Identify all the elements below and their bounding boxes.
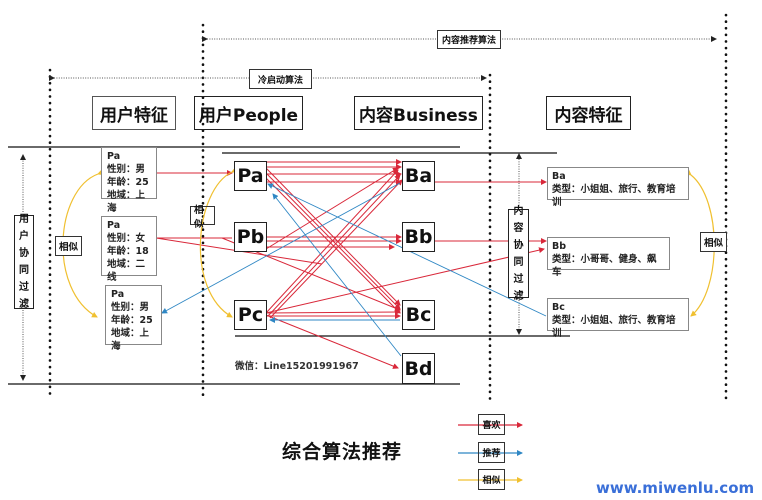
- content-feature-name: Ba: [552, 171, 566, 182]
- user-cf-label: 用 户 协 同 过 滤: [14, 214, 34, 310]
- like-arrow-pc-bbfeat: [265, 247, 545, 314]
- header-user-features: 用户特征: [92, 96, 176, 130]
- content-feature-name: Bb: [552, 241, 567, 252]
- business-node-bc: Bc: [402, 300, 435, 330]
- user-feature-gender: 性别：男: [107, 164, 146, 175]
- content-feature-card-bb: Bb 类型：小哥哥、健身、飙车: [547, 237, 670, 278]
- user-feature-region: 地域：二线: [107, 259, 146, 283]
- user-feature-card-1: Pa 性别：男 年龄：25 地域：上海: [101, 147, 157, 214]
- user-cf-char: 协: [19, 248, 29, 259]
- wechat-contact: 微信：Line15201991967: [235, 361, 359, 372]
- user-feature-age: 年龄：25: [107, 177, 149, 188]
- content-feature-type: 类型：小哥哥、健身、飙车: [552, 254, 657, 278]
- recommend-arrow-ba-ufeat3: [161, 182, 401, 314]
- user-feature-region: 地域：上海: [111, 328, 150, 352]
- business-node-bb: Bb: [402, 222, 435, 252]
- similar-label-user-features: 相似: [55, 236, 82, 256]
- content-cf-char: 滤: [513, 290, 524, 302]
- similar-label-people: 相似: [190, 205, 215, 230]
- like-arrow-pb-ba: [265, 167, 399, 250]
- similar-curve-people: [199, 167, 238, 318]
- people-node-pb: Pb: [234, 222, 267, 252]
- user-feature-gender: 性别：女: [107, 233, 146, 244]
- diagram-title: 综合算法推荐: [282, 441, 403, 463]
- vertical-dotted-dividers: [48, 13, 728, 402]
- people-node-pa: Pa: [234, 161, 267, 191]
- content-cf-char: 容: [513, 222, 524, 234]
- header-user-people: 用户People: [194, 96, 303, 130]
- like-arrow-pc-ba-1: [265, 169, 399, 314]
- horizontal-rules: [8, 146, 570, 385]
- watermark: www.miwenlu.com: [596, 479, 755, 497]
- content-cf-char: 内: [513, 205, 524, 217]
- legend-like-label: 喜欢: [478, 414, 505, 435]
- content-feature-card-ba: Ba 类型：小姐姐、旅行、教育培训: [547, 167, 689, 208]
- like-arrow-pc-ba-2: [267, 174, 401, 317]
- user-feature-card-3: Pa 性别：男 年龄：25 地域：上海: [105, 285, 162, 352]
- like-arrows: [155, 159, 547, 369]
- content-cf-char: 过: [513, 273, 524, 285]
- user-cf-char: 户: [19, 231, 29, 242]
- user-feature-age: 年龄：25: [111, 315, 153, 326]
- like-arrow-pc-bc-1: [265, 309, 401, 316]
- like-arrow-pc-ba-3: [269, 179, 403, 319]
- user-cf-char: 滤: [19, 299, 29, 310]
- user-feature-name: Pa: [107, 220, 121, 231]
- people-node-pc: Pc: [234, 300, 267, 330]
- content-feature-type: 类型：小姐姐、旅行、教育培训: [552, 184, 676, 208]
- user-cf-char: 过: [19, 282, 29, 293]
- similar-label-content-features: 相似: [700, 232, 727, 252]
- user-feature-name: Pa: [111, 289, 125, 300]
- content-recommend-label: 内容推荐算法: [437, 30, 501, 49]
- legend-arrows: [458, 422, 523, 483]
- content-feature-name: Bc: [552, 302, 565, 313]
- content-feature-card-bc: Bc 类型：小姐姐、旅行、教育培训: [547, 298, 689, 339]
- content-cf-char: 同: [513, 256, 524, 268]
- business-node-ba: Ba: [402, 161, 435, 191]
- cold-start-label: 冷启动算法: [249, 69, 312, 89]
- user-cf-char: 用: [19, 214, 29, 225]
- recommend-arrows: [161, 182, 547, 357]
- user-cf-char: 同: [19, 265, 29, 276]
- user-feature-age: 年龄：18: [107, 246, 149, 257]
- cf-range-arrows: [20, 153, 522, 381]
- legend-recommend-label: 推荐: [478, 442, 505, 463]
- content-feature-type: 类型：小姐姐、旅行、教育培训: [552, 315, 676, 339]
- like-arrow-pc-bd: [265, 314, 399, 369]
- header-content-features: 内容特征: [546, 96, 631, 130]
- content-cf-char: 协: [513, 239, 524, 251]
- user-feature-name: Pa: [107, 151, 121, 162]
- user-feature-gender: 性别：男: [111, 302, 150, 313]
- user-feature-card-2: Pa 性别：女 年龄：18 地域：二线: [101, 216, 157, 283]
- algorithm-range-arrows: [49, 36, 717, 81]
- business-node-bd: Bd: [402, 353, 435, 384]
- header-content-business: 内容Business: [354, 96, 483, 130]
- content-cf-label: 内 容 协 同 过 滤: [508, 206, 529, 302]
- like-arrow-pa-bc-3: [265, 177, 401, 314]
- user-feature-region: 地域：上海: [107, 190, 146, 214]
- legend-similar-label: 相似: [478, 469, 505, 490]
- recommend-arrow-bd-pa: [272, 193, 402, 357]
